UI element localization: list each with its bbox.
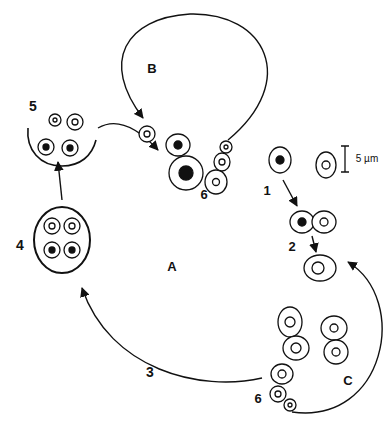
cycle-letter: A xyxy=(167,260,176,273)
cycle-letter: C xyxy=(343,374,352,387)
callout-number: 5 xyxy=(29,99,37,113)
callout-number: 2 xyxy=(288,240,295,253)
callout-number: 6 xyxy=(200,188,207,201)
callout-number: 3 xyxy=(146,365,154,379)
callout-number: 1 xyxy=(263,184,270,197)
callout-number: 6 xyxy=(254,392,261,405)
cycle-letter: B xyxy=(147,62,156,75)
callout-number: 4 xyxy=(16,238,24,252)
scale-label: 5 µm xyxy=(356,154,378,164)
